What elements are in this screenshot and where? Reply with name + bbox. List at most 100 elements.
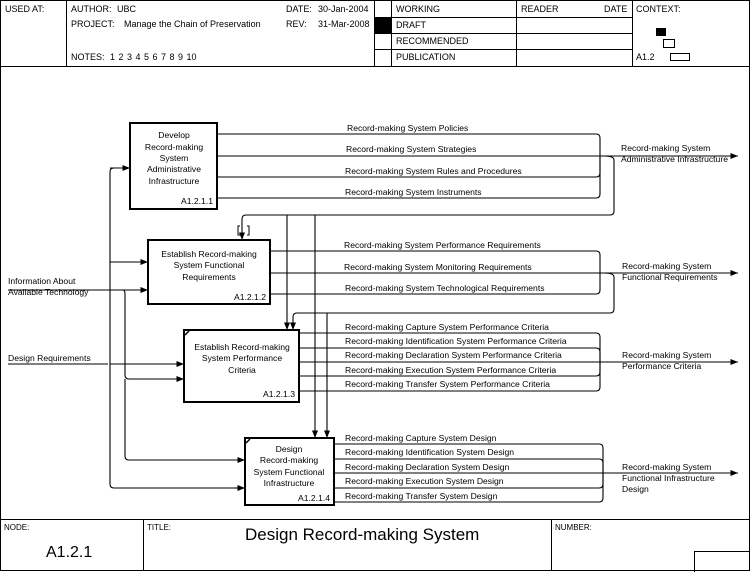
context-box-sibling <box>670 53 690 61</box>
output-line-g2 <box>270 273 601 295</box>
input-label: Available Technology <box>8 287 89 297</box>
output-line-g4 <box>334 458 604 473</box>
output-line-g1 <box>217 156 601 199</box>
footer-divider <box>0 519 750 520</box>
output-label: Record-making System <box>622 462 711 472</box>
activity-id: A1.2.1.1 <box>181 196 213 206</box>
activity-label-line: Design <box>276 444 303 454</box>
output-label: Record-making System <box>622 350 711 360</box>
arrow-label: Record-making System Rules and Procedure… <box>345 166 522 176</box>
activity-box-a1-2-1-2[interactable]: Establish Record-making System Functiona… <box>147 239 271 305</box>
header-sep <box>66 0 67 66</box>
status-publication: PUBLICATION <box>396 52 456 62</box>
activity-rect <box>129 122 218 210</box>
arrow-label: Record-making Transfer System Performanc… <box>345 379 550 389</box>
output-label: Performance Criteria <box>622 361 701 371</box>
status-recommended: RECOMMENDED <box>396 36 469 46</box>
date-value: 30-Jan-2004 <box>318 4 369 14</box>
activity-label-line: System Functional <box>174 260 245 270</box>
arrow-label: Record-making Identification System Desi… <box>345 447 514 457</box>
activity-label-line: Infrastructure <box>149 176 200 186</box>
header-sep <box>632 0 633 66</box>
arrow-label: Record-making Execution System Performan… <box>345 365 556 375</box>
activity-label-line: Requirements <box>182 272 236 282</box>
activity-box-a1-2-1-1[interactable]: Develop Record-making System Administrat… <box>129 122 218 210</box>
input-trunk-left <box>109 167 245 489</box>
arrow-label: Record-making Identification System Perf… <box>345 336 567 346</box>
output-label: Record-making System <box>622 261 711 271</box>
feedback-to-a2 <box>238 155 615 240</box>
arrow-label: Record-making System Strategies <box>346 144 476 154</box>
activity-label-line: Establish Record-making <box>194 342 290 352</box>
status-draft: DRAFT <box>396 20 426 30</box>
draft-status-marker <box>375 18 391 33</box>
notes-label: NOTES: <box>71 52 105 62</box>
context-label: CONTEXT: <box>636 4 681 14</box>
arrow-label: Record-making Transfer System Design <box>345 491 498 501</box>
arrow-label: Record-making System Monitoring Requirem… <box>344 262 532 272</box>
output-line-g3 <box>299 332 601 362</box>
output-label: Functional Requirements <box>622 272 718 282</box>
activity-box-a1-2-1-4[interactable]: Design Record-making System Functional I… <box>244 437 335 506</box>
arrow-label: Record-making Declaration System Design <box>345 462 510 472</box>
activity-label-line: Administrative <box>147 164 201 174</box>
context-box-current <box>663 39 675 48</box>
author-label: AUTHOR: <box>71 4 112 14</box>
output-line-g4 <box>334 443 604 473</box>
number-label: NUMBER: <box>555 523 592 532</box>
header-divider <box>0 66 750 67</box>
activity-box-a1-2-1-3[interactable]: Establish Record-making System Performan… <box>183 329 300 403</box>
title-label: TITLE: <box>147 523 172 532</box>
date-label: DATE: <box>286 4 312 14</box>
corner-notch-icon <box>184 330 190 336</box>
project-label: PROJECT: <box>71 19 115 29</box>
activity-label-line: Infrastructure <box>264 478 315 488</box>
input-label: Information About <box>8 276 76 286</box>
corner-notch-icon <box>245 438 251 444</box>
activity-label-line: System Performance <box>202 353 282 363</box>
footer-page-box <box>694 551 750 572</box>
diagram-title: Design Record-making System <box>245 525 480 544</box>
reader-date-label: DATE <box>604 4 628 14</box>
input-label: Design Requirements <box>8 353 91 363</box>
arrow-label: Record-making Capture System Design <box>345 433 497 443</box>
output-line-g3 <box>299 362 601 392</box>
activity-label-line: System <box>160 153 189 163</box>
output-label: Design <box>622 484 649 494</box>
arrow-label: Record-making System Instruments <box>345 187 482 197</box>
project-value: Manage the Chain of Preservation <box>124 19 261 29</box>
rev-label: REV: <box>286 19 307 29</box>
activity-rect <box>147 239 271 305</box>
header-row-line <box>374 17 632 18</box>
footer-sep <box>143 519 144 571</box>
rev-value: 31-Mar-2008 <box>318 19 370 29</box>
author-value: UBC <box>117 4 137 14</box>
footer-sep <box>551 519 552 571</box>
arrow-label: Record-making Execution System Design <box>345 476 504 486</box>
node-label: NODE: <box>4 523 30 532</box>
activity-label-line: Record-making <box>145 142 203 152</box>
output-label: Record-making System <box>621 143 710 153</box>
tunnel-bracket-icon <box>237 225 250 236</box>
activity-label-line: Criteria <box>228 365 256 375</box>
node-value: A1.2.1 <box>46 544 93 561</box>
arrow-label: Record-making Capture System Performance… <box>345 322 549 332</box>
output-line-g4 <box>334 473 604 503</box>
output-line-g1 <box>217 133 601 156</box>
status-working: WORKING <box>396 4 440 14</box>
activity-rect <box>244 437 335 506</box>
activity-label-line: Develop <box>158 130 190 140</box>
arrow-label: Record-making System Performance Require… <box>344 240 541 250</box>
input-branch-tech-a4 <box>124 379 245 464</box>
input-branch-tech-a3 <box>122 289 184 383</box>
arrow-label: Record-making System Policies <box>347 123 468 133</box>
output-line-g2 <box>270 250 601 273</box>
arrow-label: Record-making System Technological Requi… <box>345 283 545 293</box>
notes-value: 1 2 3 4 5 6 7 8 9 10 <box>110 52 197 62</box>
header-row-line <box>374 33 632 34</box>
activity-rect <box>183 329 300 403</box>
activity-id: A1.2.1.4 <box>298 493 330 503</box>
output-line-g3 <box>299 347 601 362</box>
reader-label: READER <box>521 4 559 14</box>
context-box-parent <box>656 28 666 36</box>
